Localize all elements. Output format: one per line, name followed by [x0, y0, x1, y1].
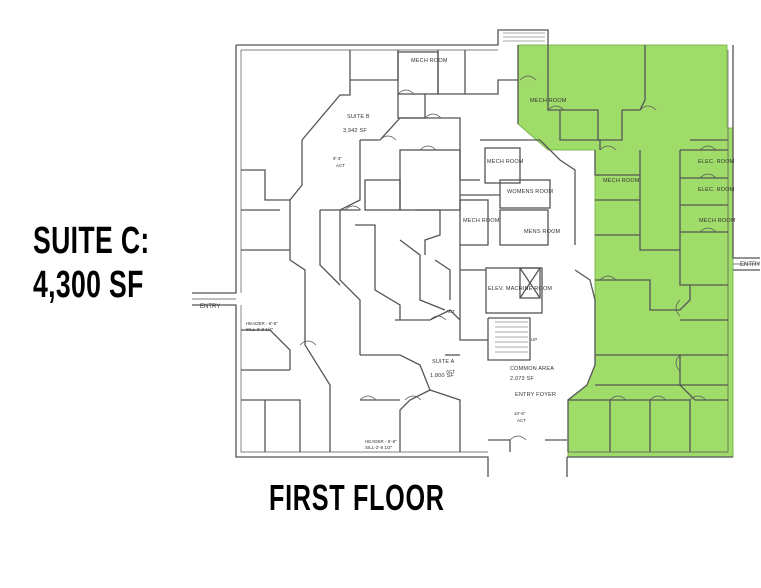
entry-markers: [192, 263, 760, 300]
label-header-2: HEADER - 6'-8": [365, 439, 397, 444]
label-elec-room-2: ELEC. ROOM: [698, 187, 735, 193]
label-elev-machine-room: ELEV. MACHINE ROOM: [488, 286, 552, 292]
label-mech-room-left: MECH ROOM: [463, 218, 500, 224]
label-entry-right: ENTRY: [740, 262, 760, 268]
label-elec-room-1: ELEC. ROOM: [698, 159, 735, 165]
suite-c-title: SUITE C:: [33, 220, 150, 262]
floor-title: FIRST FLOOR: [269, 477, 445, 518]
label-suite-b-area: 3,942 SF: [343, 128, 367, 134]
label-act-3: ACT: [446, 369, 455, 374]
label-up: UP: [531, 337, 537, 342]
label-act-2: ACT: [446, 309, 455, 314]
label-ceiling-1: 9'-3": [333, 156, 342, 161]
label-mech-room-green3: MECH ROOM: [699, 218, 736, 224]
label-header-1: HEADER - 6'-8": [246, 321, 278, 326]
label-act-1: ACT: [336, 163, 345, 168]
label-act-4: ACT: [517, 418, 526, 423]
label-suite-b: SUITE B: [347, 114, 370, 120]
label-header-1b: SILL-2'-8 1/2": [246, 327, 274, 332]
label-mech-room-top: MECH ROOM: [411, 58, 448, 64]
label-mens-room: MENS ROOM: [524, 229, 561, 235]
building-walls: [192, 29, 760, 477]
label-mech-room-green2: MECH ROOM: [603, 178, 640, 184]
label-suite-a: SUITE A: [432, 359, 455, 365]
suite-c-area: 4,300 SF: [33, 264, 144, 306]
label-header-2b: SILL-2'-8 1/2": [365, 445, 393, 450]
label-mech-room-mid: MECH ROOM: [487, 159, 524, 165]
label-common-area-sf: 2,073 SF: [510, 376, 534, 382]
door-swings: [299, 75, 717, 441]
label-mech-room-green1: MECH ROOM: [530, 98, 567, 104]
stair-treads: [495, 32, 545, 353]
label-common-area: COMMON AREA: [510, 366, 554, 372]
label-ceiling-4: 10'-5": [514, 411, 526, 416]
label-suite-a-area: 1,800 SF: [430, 373, 454, 379]
label-entry-left: ENTRY: [200, 304, 220, 310]
label-entry-foyer: ENTRY FOYER: [515, 392, 556, 398]
room-labels: MECH ROOM MECH ROOM MECH ROOM MECH ROOM …: [200, 58, 760, 450]
label-womens-room: WOMENS ROOM: [507, 189, 553, 195]
